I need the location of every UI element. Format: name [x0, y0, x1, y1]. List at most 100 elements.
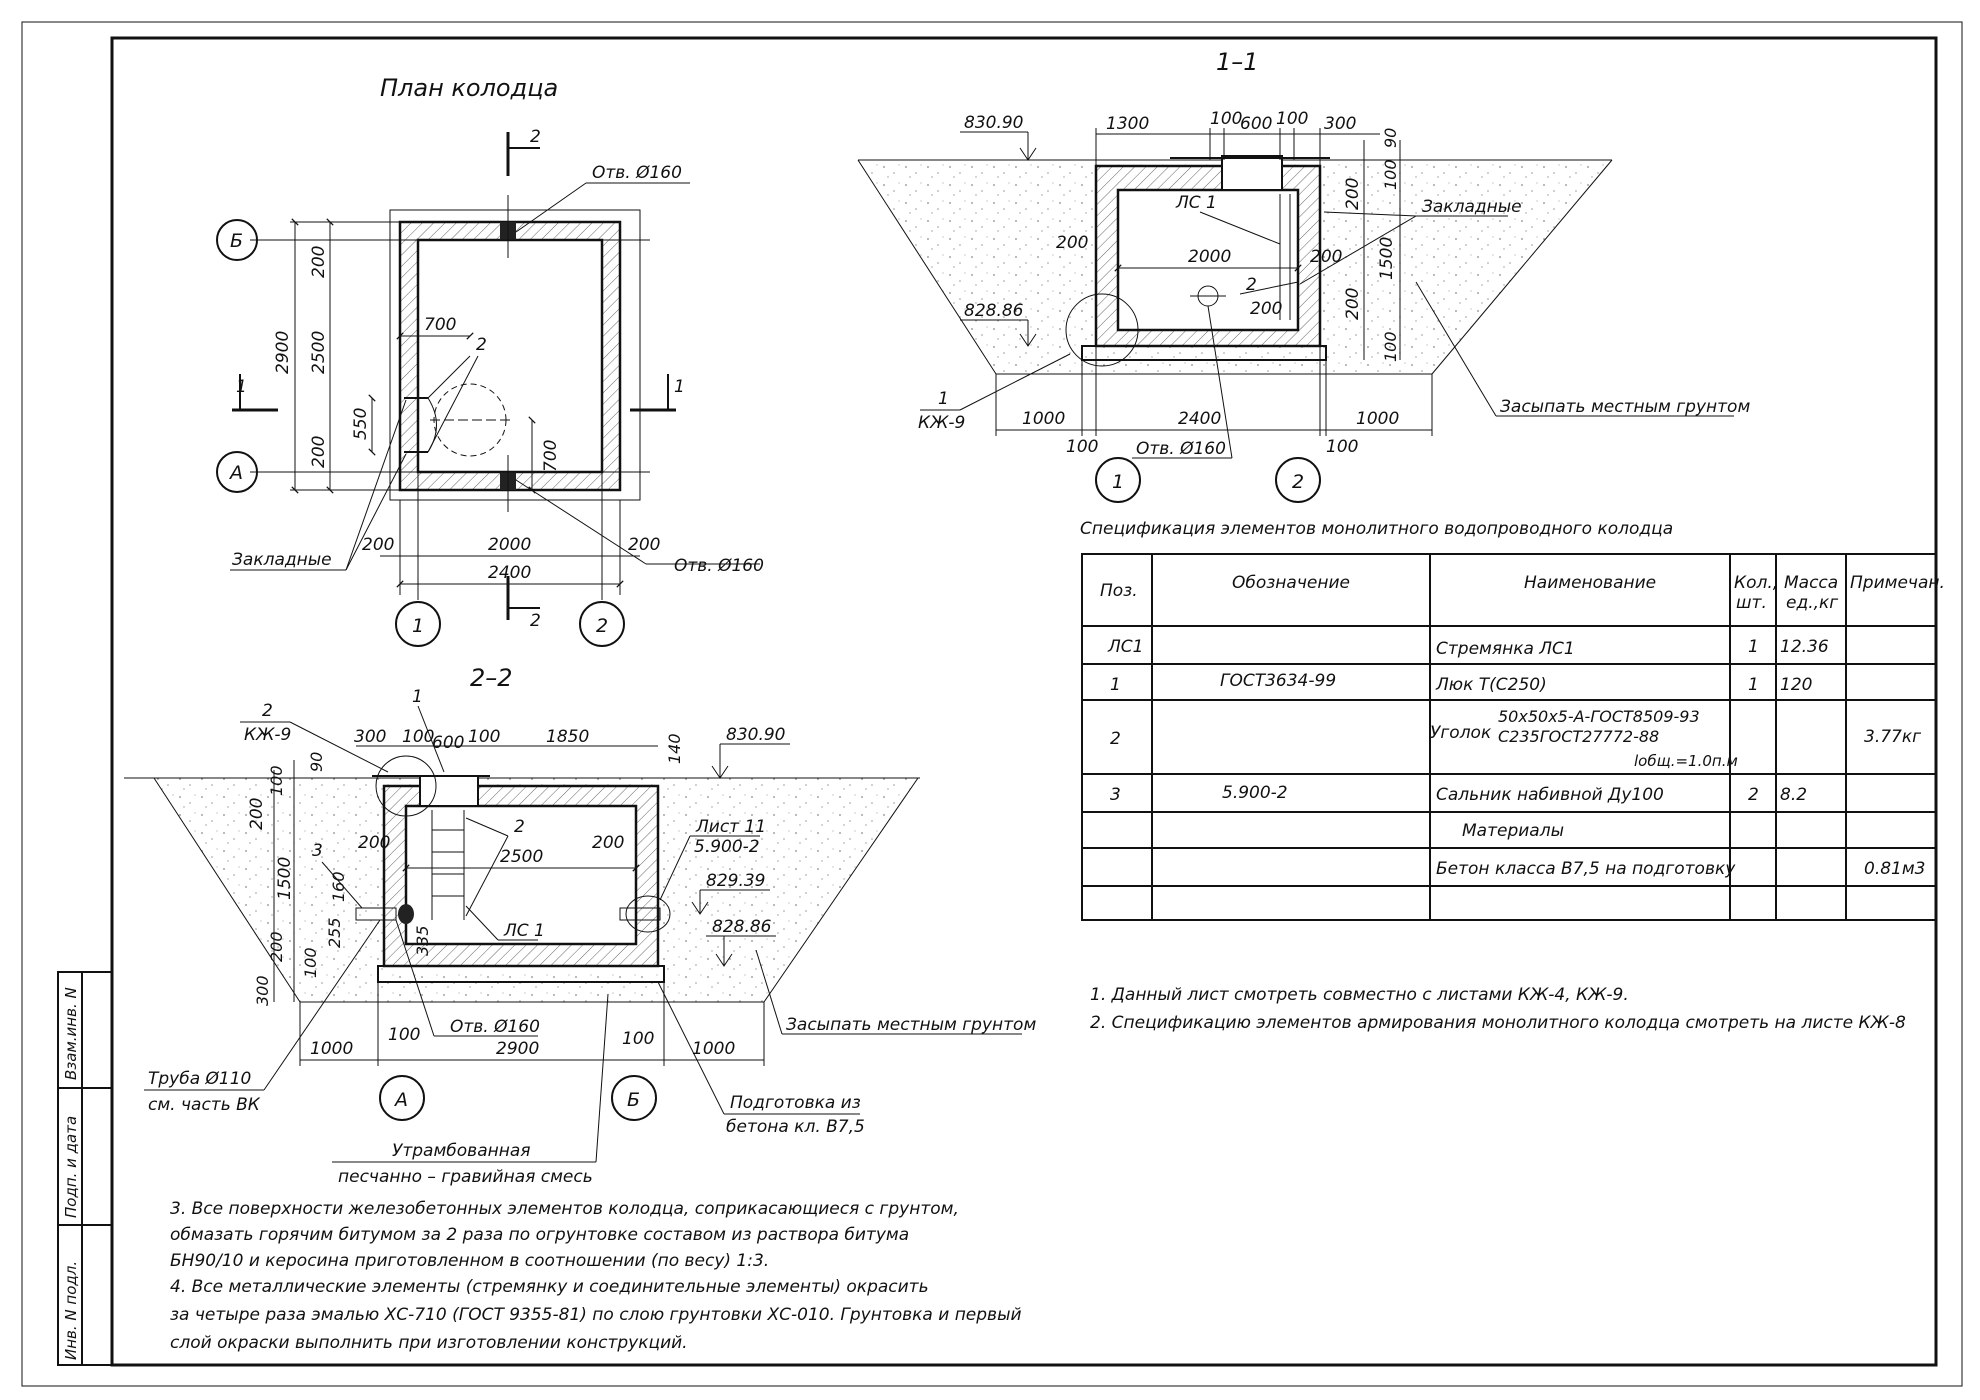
spec-r2-name-l3: lобщ.=1.0п.м — [1634, 752, 1738, 770]
spec-r0-name: Стремянка ЛС1 — [1436, 639, 1575, 659]
s11-dim-100bl: 100 — [1066, 437, 1098, 457]
note-3c: БН90/10 и керосина приготовленном в соот… — [170, 1251, 769, 1271]
spec-h-name: Наименование — [1524, 573, 1656, 593]
s22-dim-100v: 100 — [267, 765, 286, 796]
s22-dim-100a: 100 — [402, 727, 434, 747]
s22-dim-255: 255 — [325, 917, 344, 948]
plan-title: План колодца — [380, 74, 558, 102]
section-1-1-title: 1–1 — [1216, 48, 1259, 76]
plan-view: План колодца 2900 2500 200 200 — [216, 74, 764, 647]
plan-dim-700: 700 — [424, 315, 456, 335]
s22-dim-100r: 100 — [622, 1029, 654, 1049]
s22-dim-335: 335 — [413, 925, 432, 956]
plan-otv-bottom: Отв. Ø160 — [674, 556, 764, 576]
s11-dim-2400: 2400 — [1178, 409, 1221, 429]
s11-otv: Отв. Ø160 — [1136, 439, 1226, 459]
s11-dim-1500: 1500 — [1377, 237, 1397, 280]
s11-dim-100v2: 100 — [1381, 331, 1400, 362]
s11-dim-90: 90 — [1381, 128, 1400, 148]
s11-axis-2: 2 — [1292, 471, 1304, 493]
s11-dim-100v: 100 — [1381, 159, 1400, 190]
s22-dim-1000l: 1000 — [310, 1039, 353, 1059]
plan-dim-550: 550 — [351, 408, 371, 440]
s11-dim-100b: 100 — [1276, 109, 1308, 129]
spec-h-oboz: Обозначение — [1232, 573, 1350, 593]
s22-node-num: 2 — [262, 701, 273, 721]
plan-dim-2000: 2000 — [488, 535, 531, 555]
spec-r3-oboz: 5.900-2 — [1222, 783, 1288, 803]
spec-h-mass1: Масса — [1784, 573, 1838, 593]
stamp-vzam: Взам.инв. N — [62, 987, 80, 1080]
spec-r2-name-l2: С235ГОСТ27772-88 — [1498, 727, 1659, 746]
s11-dim-200in2: 200 — [1250, 299, 1282, 319]
s22-mark-1: 1 — [412, 687, 423, 707]
spec-r0-pos: ЛС1 — [1107, 637, 1143, 657]
s22-dim-200r: 200 — [592, 833, 624, 853]
section-1-1: 1–1 830.90 828.86 — [857, 48, 1750, 503]
plan-dim-700v: 700 — [541, 440, 561, 472]
notes-bottom: 3. Все поверхности железобетонных элемен… — [170, 1199, 1022, 1353]
outer-frame — [21, 21, 1963, 1387]
s22-node-ref: КЖ-9 — [244, 725, 291, 745]
spec-r3-pos: 3 — [1110, 785, 1121, 805]
s11-node-num: 1 — [938, 389, 949, 409]
s11-mark-2: 2 — [1246, 275, 1257, 295]
s22-zasypat: Засыпать местным грунтом — [786, 1015, 1036, 1035]
s11-dim-600: 600 — [1240, 114, 1272, 134]
spec-r2-pos: 2 — [1110, 729, 1121, 749]
s22-utramb-2: песчанно – гравийная смесь — [338, 1167, 593, 1187]
s22-dim-140: 140 — [665, 733, 684, 764]
s11-level-bottom: 828.86 — [964, 301, 1024, 321]
spec-r0-qty: 1 — [1748, 637, 1759, 657]
spec-r1-qty: 1 — [1748, 675, 1759, 695]
s22-podg-1: Подготовка из — [730, 1093, 861, 1113]
s11-dim-2000: 2000 — [1188, 247, 1231, 267]
s22-dim-200l: 200 — [358, 833, 390, 853]
s22-dim-300b: 300 — [253, 975, 272, 1006]
spec-title: Спецификация элементов монолитного водоп… — [1080, 519, 1673, 539]
note-4b: за четыре раза эмалью ХС-710 (ГОСТ 9355-… — [170, 1305, 1022, 1325]
spec-h-pos: Поз. — [1100, 581, 1138, 601]
plan-axis-2: 2 — [596, 615, 608, 637]
s22-mark-3: 3 — [312, 841, 323, 861]
spec-h-note: Примечан. — [1850, 573, 1945, 593]
s22-dim-300: 300 — [354, 727, 386, 747]
s11-dim-200in1: 200 — [1310, 247, 1342, 267]
spec-h-mass2: ед.,кг — [1786, 593, 1838, 613]
s22-dim-90: 90 — [307, 752, 326, 772]
plan-dim-200c: 200 — [362, 535, 394, 555]
plan-axis-1: 1 — [412, 615, 424, 637]
plan-dim-200a: 200 — [309, 246, 329, 278]
stamp-podp: Подп. и дата — [62, 1116, 80, 1218]
s22-axis-B: Б — [627, 1089, 640, 1111]
spec-r1-pos: 1 — [1110, 675, 1121, 695]
s22-dim-100l: 100 — [388, 1025, 420, 1045]
plan-section-1-left: 1 — [236, 377, 247, 397]
s22-truba-2: см. часть ВК — [148, 1095, 261, 1115]
spec-r5-note: 0.81м3 — [1864, 859, 1926, 879]
plan-dim-200d: 200 — [628, 535, 660, 555]
spec-r0-mass: 12.36 — [1780, 637, 1829, 657]
note-1: 1. Данный лист смотреть совместно с лист… — [1090, 985, 1629, 1005]
spec-r4-name: Материалы — [1462, 821, 1564, 841]
plan-section-2-bottom: 2 — [530, 611, 541, 631]
spec-h-qty2: шт. — [1736, 593, 1767, 613]
s22-series: 5.900-2 — [694, 837, 760, 857]
note-3b: обмазать горячим битумом за 2 раза по ог… — [170, 1225, 909, 1245]
s22-axis-A: А — [393, 1089, 408, 1111]
note-4a: 4. Все металлические элементы (стремянку… — [170, 1277, 929, 1297]
s22-ls1: ЛС 1 — [503, 921, 545, 941]
s22-dim-2900: 2900 — [496, 1039, 539, 1059]
s11-dim-1300: 1300 — [1106, 114, 1149, 134]
section-2-2: 2–2 830.90 829.39 — [124, 664, 1036, 1187]
spec-r1-name: Люк Т(С250) — [1435, 675, 1547, 695]
spec-r5-name: Бетон класса В7,5 на подготовку — [1436, 859, 1736, 879]
plan-zakladnye: Закладные — [232, 550, 332, 570]
plan-dim-2900: 2900 — [273, 331, 293, 374]
spec-table: Спецификация элементов монолитного водоп… — [1080, 519, 1945, 921]
s22-dim-200v: 200 — [247, 798, 267, 830]
plan-axis-A: А — [228, 462, 243, 484]
s11-node-ref: КЖ-9 — [918, 413, 965, 433]
s11-dim-100br: 100 — [1326, 437, 1358, 457]
